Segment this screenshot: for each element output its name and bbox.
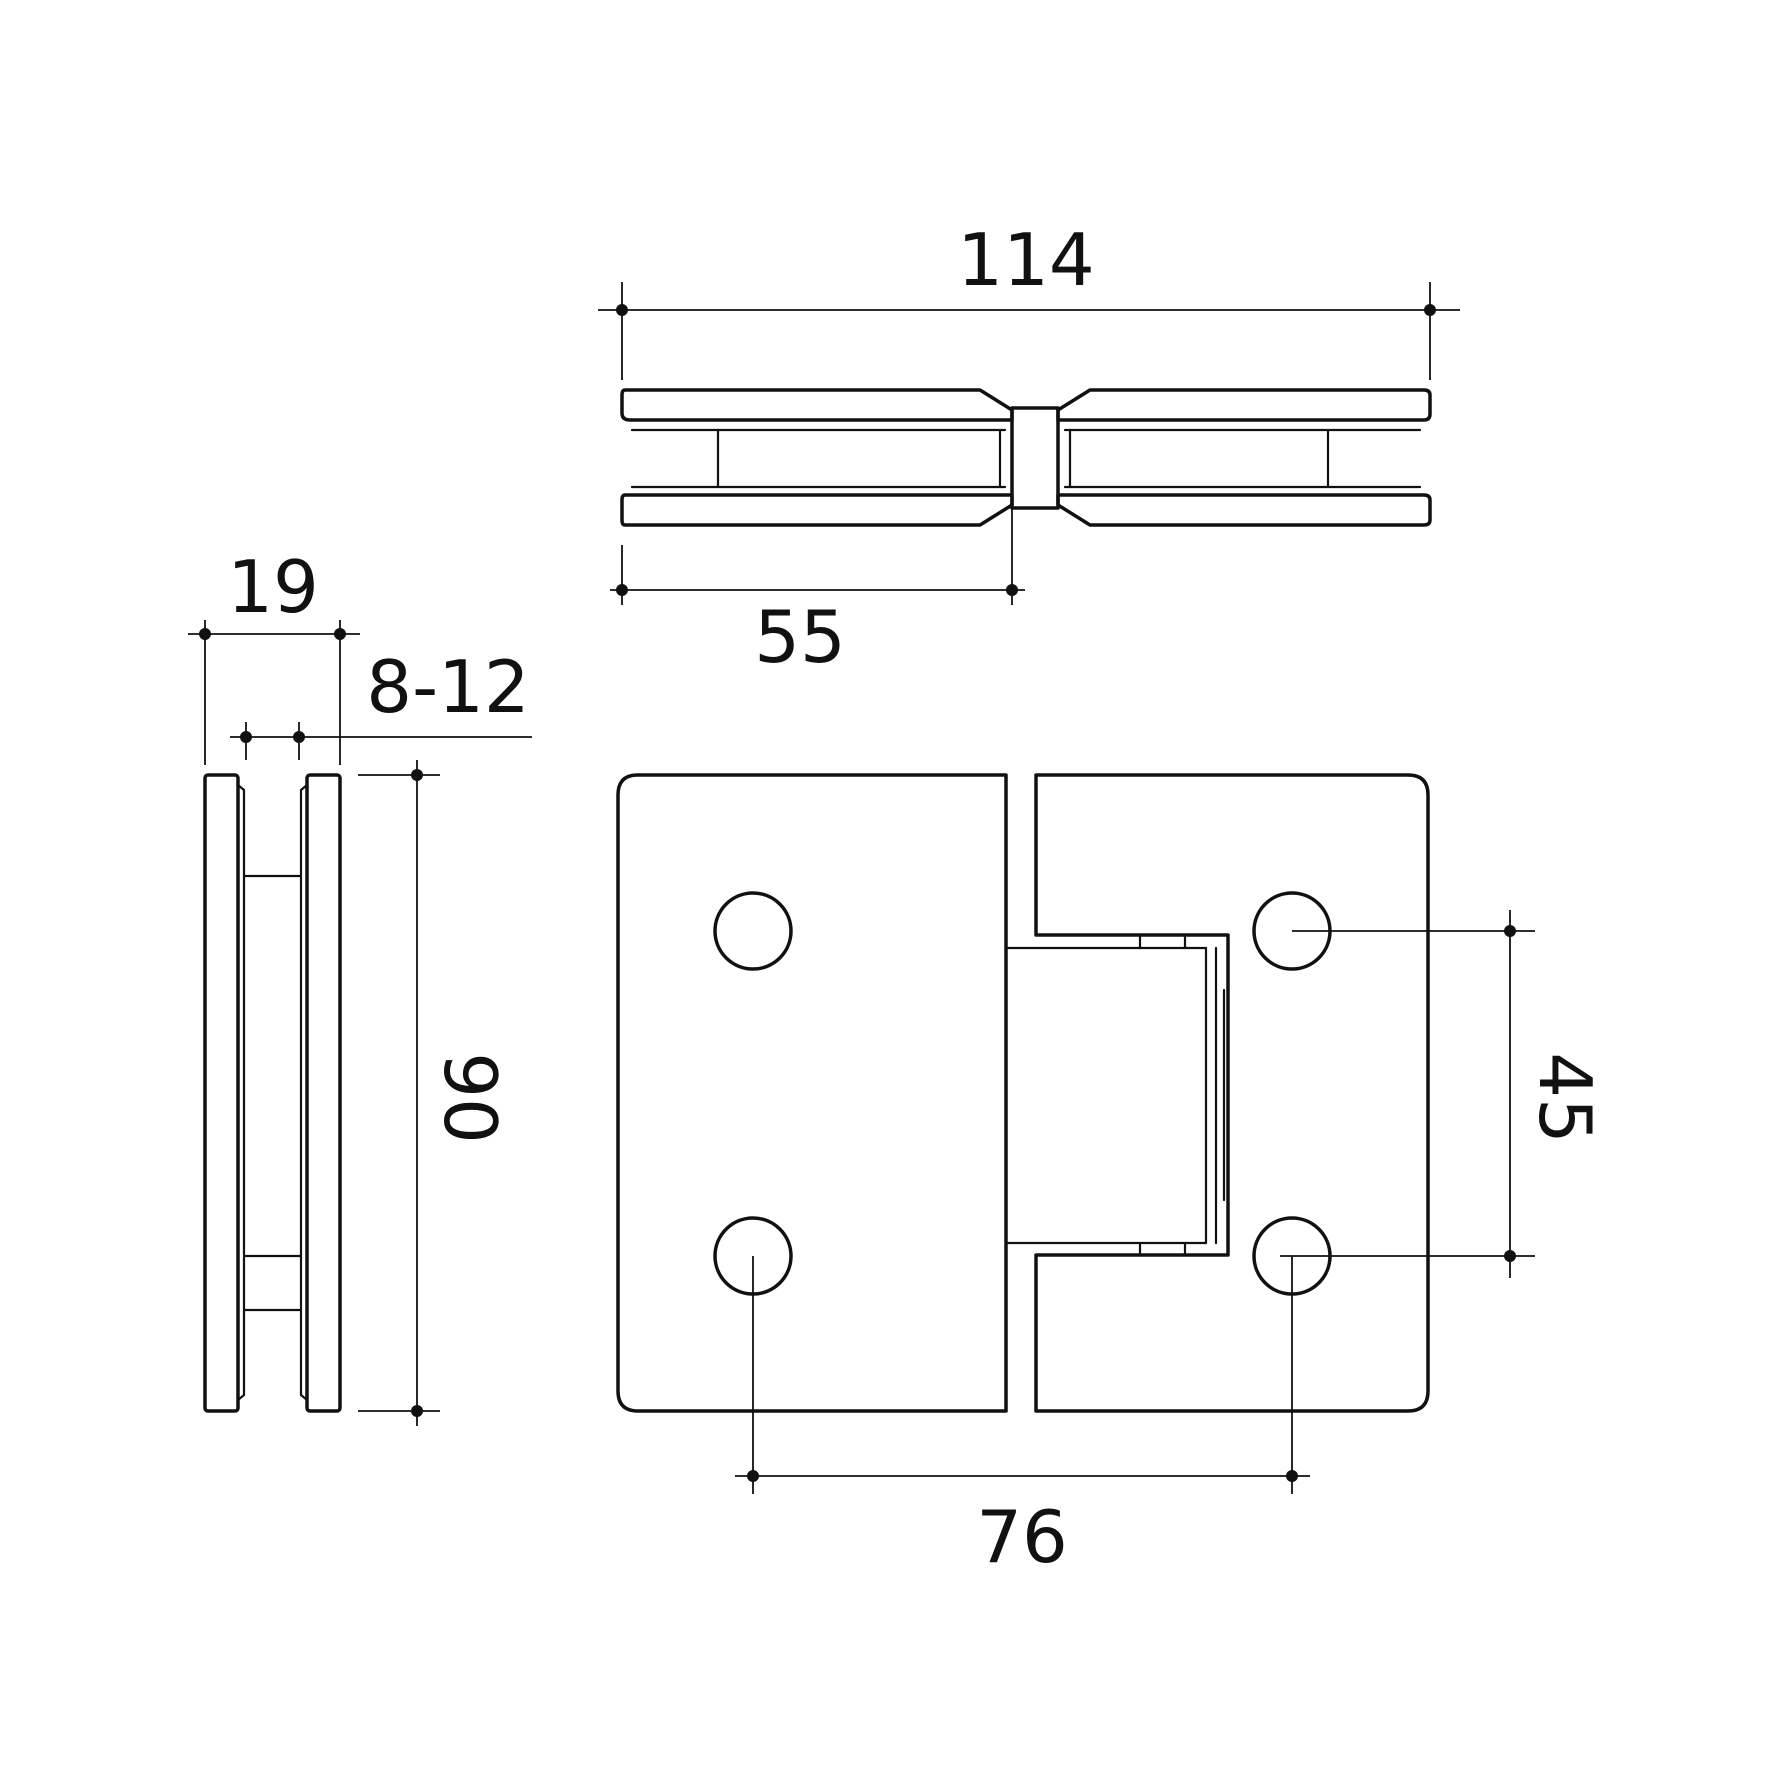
dimension-label-114: 114 [957, 218, 1094, 302]
dimension-label-45: 45 [1523, 1052, 1607, 1144]
dimension-label-8-12: 8-12 [366, 645, 529, 729]
dimension-label-55: 55 [754, 595, 846, 679]
dimension-hole-spacing-horizontal: 76 [735, 1256, 1310, 1579]
top-view [620, 388, 1432, 527]
top-left-upper-plate [620, 388, 1014, 422]
dimension-thickness: 19 [188, 545, 360, 765]
dimension-leaf-width: 55 [610, 410, 1025, 679]
dimension-glass-thickness: 8-12 [230, 645, 532, 760]
dimension-height: 90 [358, 760, 512, 1426]
front-left-leaf [616, 773, 1008, 1413]
side-left-plate [203, 773, 240, 1413]
dimension-label-90: 90 [428, 1052, 512, 1144]
mounting-hole-top-left [713, 891, 793, 971]
top-right-upper-plate [1056, 388, 1432, 422]
top-right-lower-plate [1056, 493, 1432, 527]
top-left-lower-plate [620, 493, 1014, 527]
dimension-hole-spacing-vertical: 45 [1280, 910, 1607, 1278]
dimension-overall-width: 114 [598, 218, 1460, 380]
front-view [616, 773, 1430, 1413]
top-hinge-knuckle [1010, 406, 1060, 510]
side-right-plate [305, 773, 342, 1413]
front-right-leaf [1034, 773, 1430, 1413]
dimension-label-76: 76 [976, 1495, 1068, 1579]
side-view [203, 773, 342, 1413]
dimension-label-19: 19 [227, 545, 319, 629]
